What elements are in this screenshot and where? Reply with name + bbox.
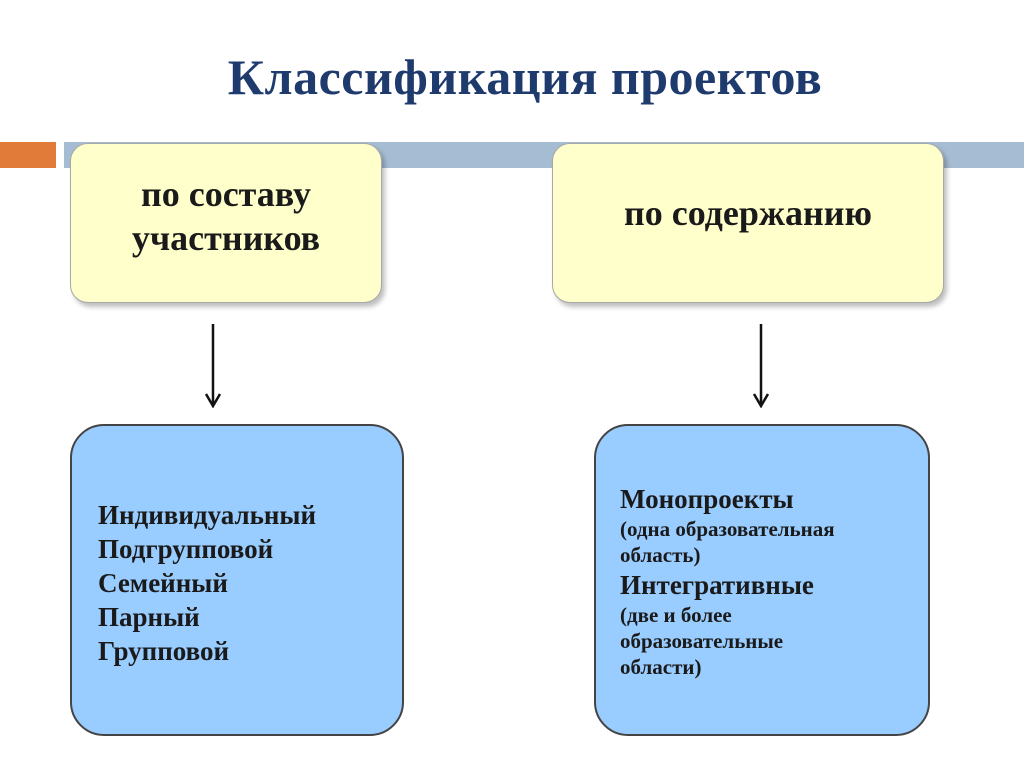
- list-item-note: образовательные: [620, 629, 784, 653]
- category-label: по составу участников: [132, 172, 320, 260]
- list-item: Подгрупповой: [98, 534, 274, 564]
- list-item: Индивидуальный: [98, 500, 317, 530]
- list-item: Интегративные: [620, 570, 814, 600]
- category-label: по содержанию: [624, 191, 872, 235]
- list-item: Монопроекты: [620, 484, 794, 514]
- accent-bar: [0, 142, 56, 168]
- arrow-down-icon: [204, 324, 222, 408]
- list-item: Парный: [98, 602, 200, 632]
- list-box-participants: Индивидуальный Подгрупповой Семейный Пар…: [70, 424, 404, 736]
- category-box-content: по содержанию: [552, 143, 944, 303]
- list-item-note: области): [620, 655, 702, 679]
- list-item-note: (одна образовательная: [620, 517, 835, 541]
- list-item-note: (две и более: [620, 603, 732, 627]
- list-item: Групповой: [98, 636, 230, 666]
- category-label-line: по содержанию: [624, 193, 872, 233]
- list-item: Семейный: [98, 568, 228, 598]
- list-item-note: область): [620, 543, 701, 567]
- slide-title: Классификация проектов: [227, 49, 823, 105]
- list-box-content: Монопроекты (одна образовательная област…: [594, 424, 930, 736]
- category-label-line: по составу: [140, 174, 312, 214]
- category-box-participants: по составу участников: [70, 143, 382, 303]
- arrow-down-icon: [752, 324, 770, 408]
- category-label-line: участников: [131, 218, 321, 258]
